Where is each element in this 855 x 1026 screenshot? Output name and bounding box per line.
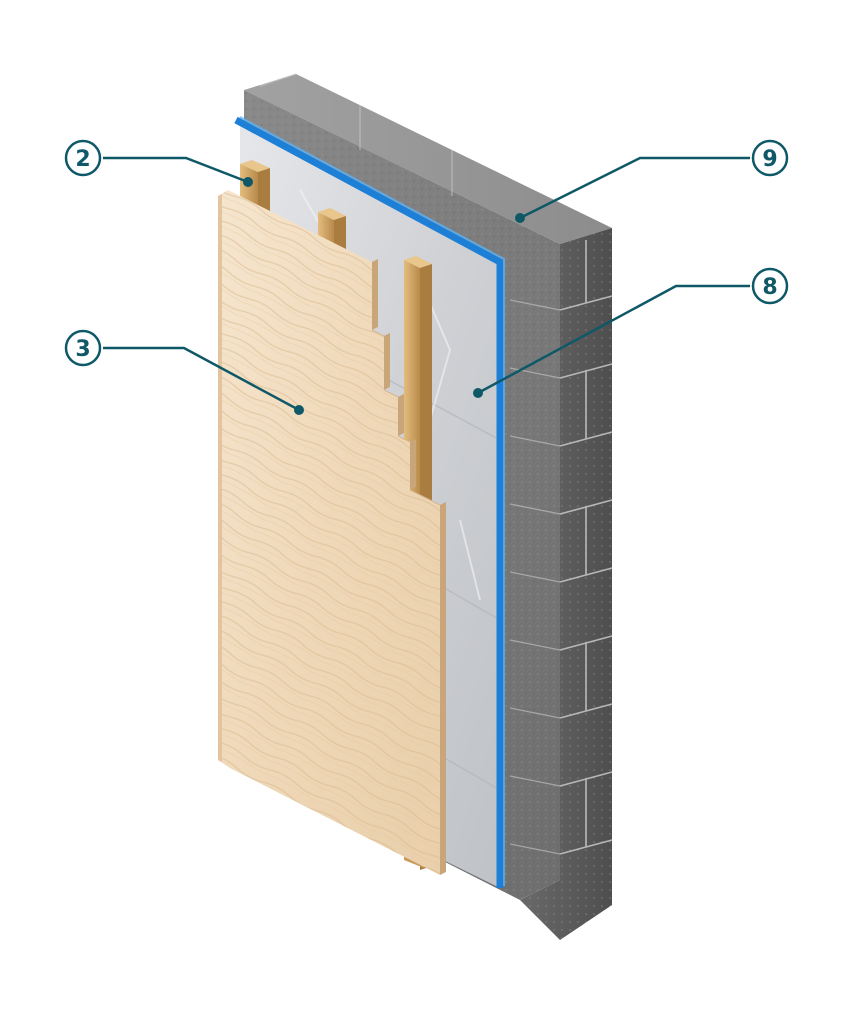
callout-3-label: 3: [75, 337, 90, 362]
callout-2-leader: [103, 156, 249, 184]
callout-2: 2: [64, 139, 253, 187]
block-wall-top: [244, 74, 612, 244]
callout-9-label: 9: [762, 147, 777, 172]
callout-8: 8: [473, 267, 789, 398]
wood-cladding-panel: [218, 190, 446, 875]
callout-2-marker: [64, 139, 102, 177]
callout-3-dot: [294, 405, 304, 415]
callout-2-dot: [243, 177, 253, 187]
callout-8-marker: [751, 267, 789, 305]
callout-3-marker: [64, 329, 102, 367]
callout-8-label: 8: [762, 275, 777, 300]
callout-3-leader: [103, 346, 300, 412]
callout-3: 3: [64, 329, 304, 415]
callout-8-leader: [477, 284, 750, 395]
callout-9-leader: [519, 156, 750, 220]
membrane-blue-tape: [234, 116, 504, 888]
callout-9-marker: [751, 139, 789, 177]
callout-2-label: 2: [75, 147, 90, 172]
callout-8-dot: [473, 388, 483, 398]
callout-9: 9: [515, 139, 789, 223]
block-mortar-joints: [559, 240, 613, 855]
callout-9-dot: [515, 213, 525, 223]
